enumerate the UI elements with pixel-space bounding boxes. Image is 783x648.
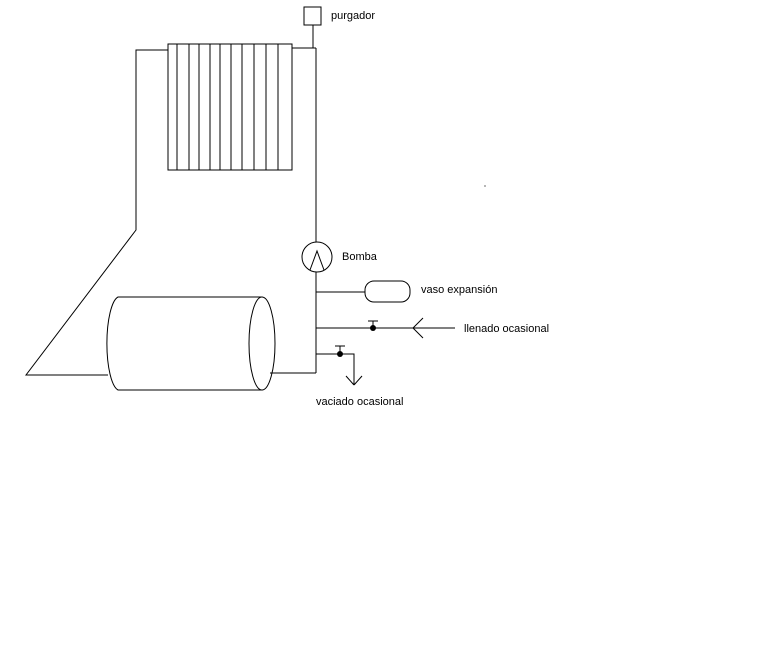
fill-inlet-arrow — [412, 317, 424, 339]
pump-symbol — [301, 241, 333, 273]
vaso-label: vaso expansión — [421, 284, 497, 296]
left-pipe — [24, 49, 168, 376]
stray-dot — [484, 185, 486, 187]
purgador-label: purgador — [331, 10, 375, 22]
vaciado-label: vaciado ocasional — [316, 396, 403, 408]
expansion-tank — [364, 280, 411, 303]
radiator — [167, 43, 293, 171]
bomba-label: Bomba — [342, 251, 378, 263]
drain-outlet-arrow — [345, 375, 363, 386]
drain-pipe — [316, 353, 355, 385]
boiler-cylinder — [106, 296, 276, 391]
purgador-box — [303, 6, 322, 26]
llenado-label: llenado ocasional — [464, 323, 549, 335]
fill-valve — [368, 320, 378, 331]
drain-valve — [335, 345, 345, 357]
